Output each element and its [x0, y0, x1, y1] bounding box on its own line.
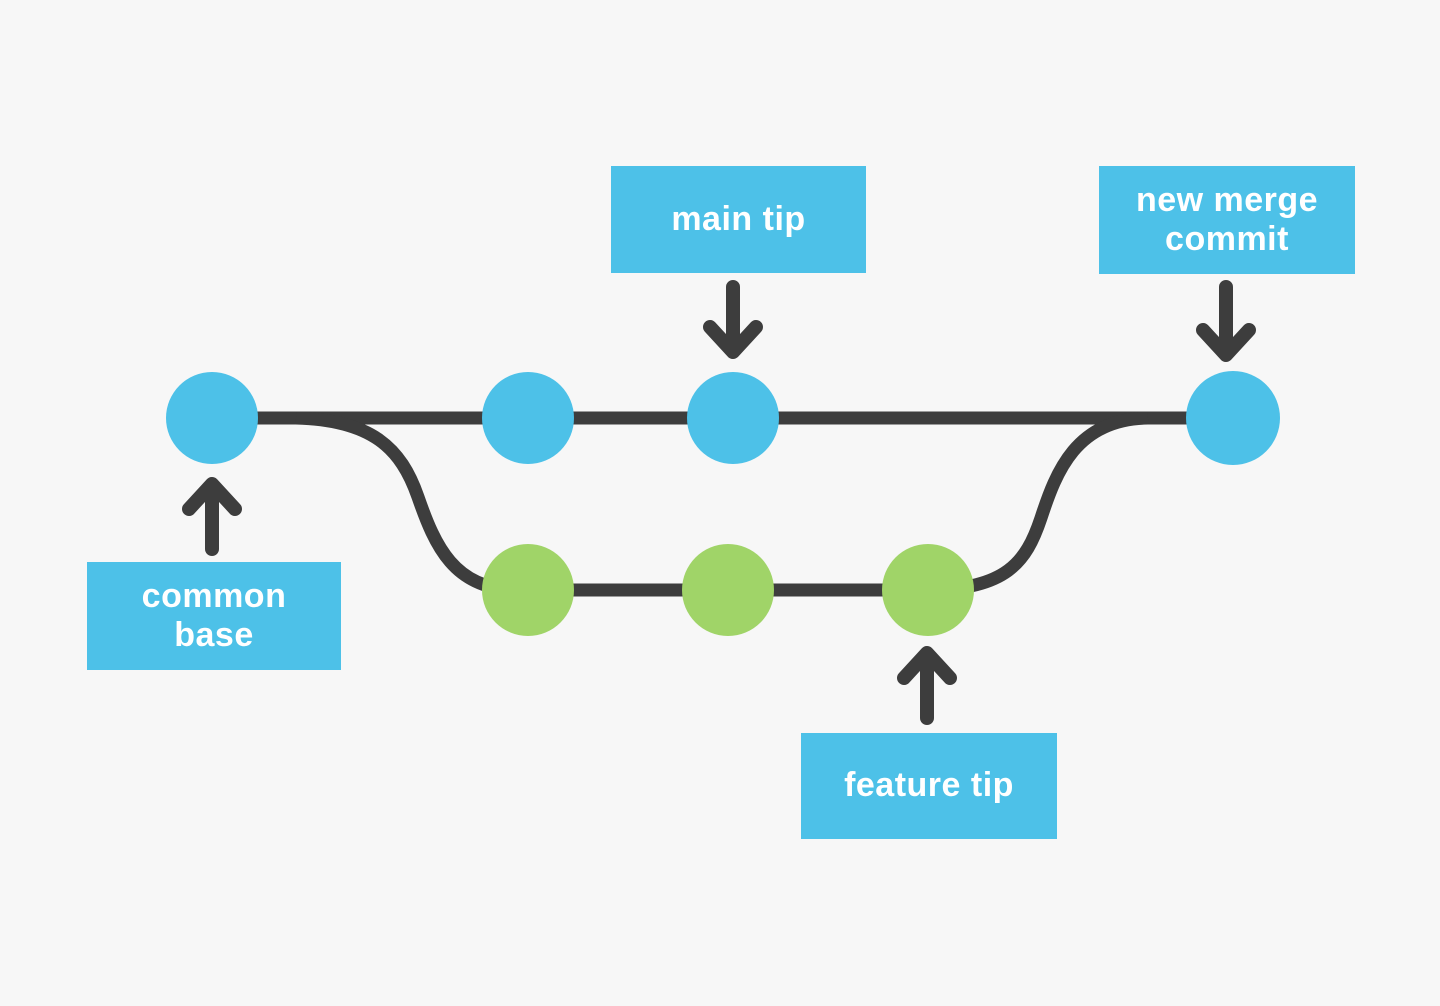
commit-node-common-base — [166, 372, 258, 464]
commit-node-feature-tip — [882, 544, 974, 636]
label-common-base: common base — [87, 562, 341, 670]
main-tip-arrow-icon — [703, 280, 763, 359]
commit-node-feature-1 — [482, 544, 574, 636]
label-main-tip: main tip — [611, 166, 866, 273]
new-merge-commit-arrow-icon — [1196, 280, 1256, 362]
common-base-arrow-icon — [182, 477, 242, 556]
commit-node-main-2 — [482, 372, 574, 464]
commit-node-new-merge-commit — [1186, 371, 1280, 465]
label-feature-tip: feature tip — [801, 733, 1057, 839]
feature-tip-arrow-icon — [897, 646, 957, 725]
commit-node-feature-2 — [682, 544, 774, 636]
commit-node-main-tip — [687, 372, 779, 464]
label-new-merge-commit: new merge commit — [1099, 166, 1355, 274]
